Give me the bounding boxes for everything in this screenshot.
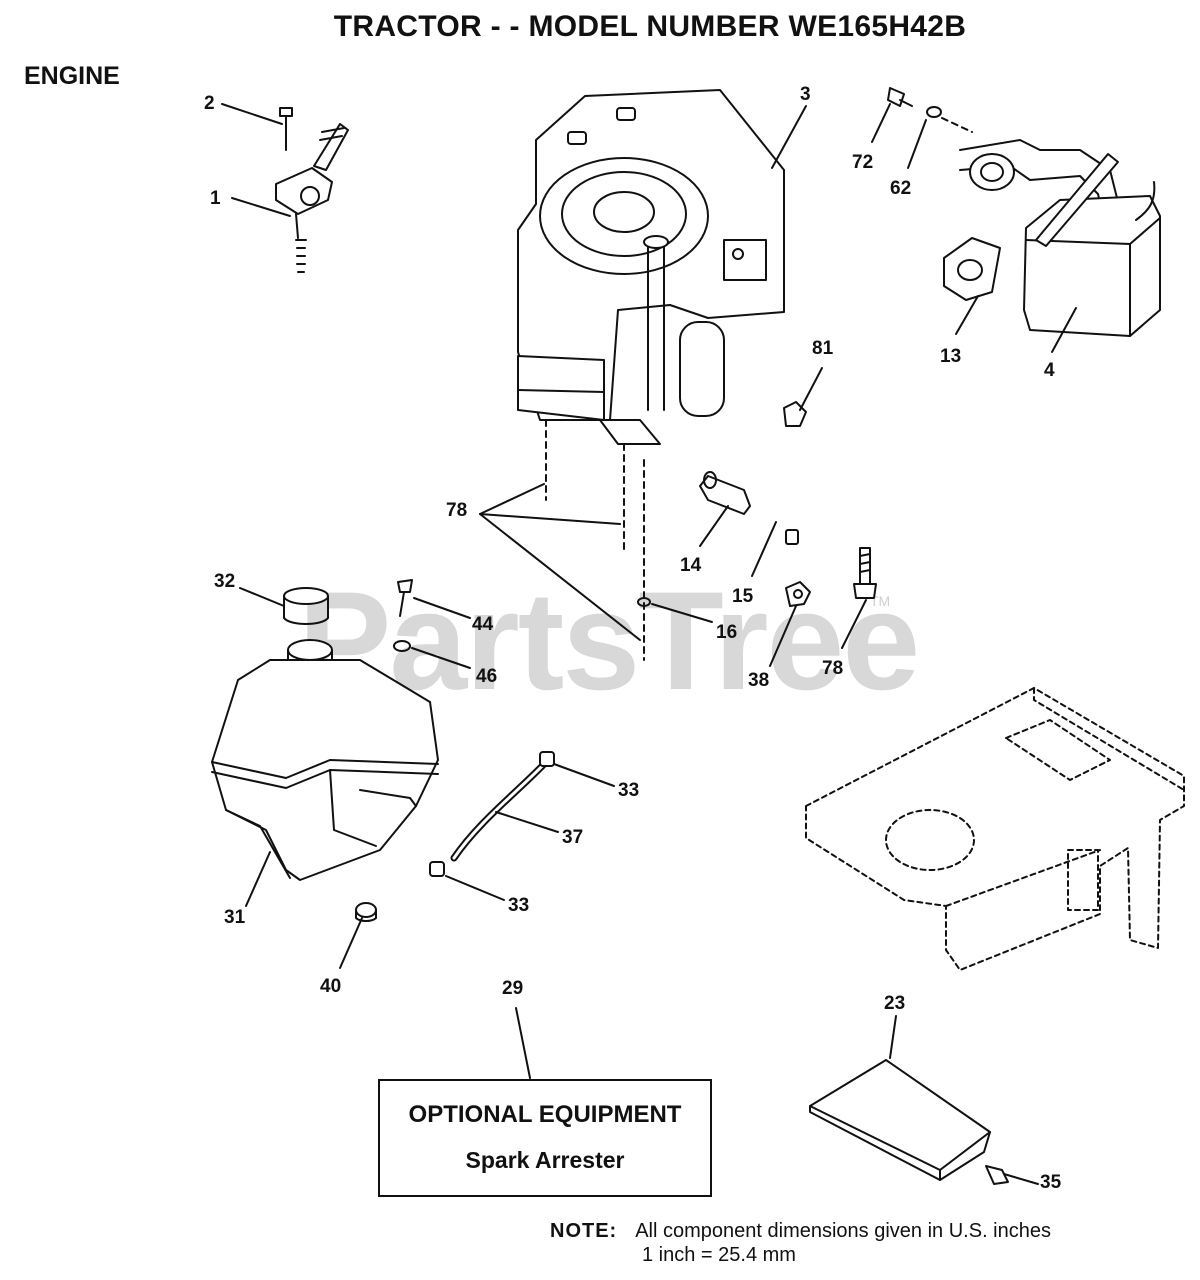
callout-4: 4 <box>1044 360 1055 381</box>
callout-78a: 78 <box>446 500 468 521</box>
callout-62: 62 <box>890 178 912 199</box>
callout-15: 15 <box>732 586 754 607</box>
page-title: TRACTOR - - MODEL NUMBER WE165H42B <box>333 10 967 43</box>
callout-72: 72 <box>852 152 874 173</box>
frame-icon <box>805 687 1185 971</box>
note-line1: All component dimensions given in U.S. i… <box>635 1220 1051 1242</box>
heat-shield-icon <box>809 1059 1009 1185</box>
note-label: NOTE: <box>550 1220 618 1242</box>
callout-16: 16 <box>716 622 738 643</box>
callout-29: 29 <box>502 978 524 999</box>
callout-37: 37 <box>562 827 584 848</box>
callout-33b: 33 <box>508 895 530 916</box>
engine-icon <box>517 89 785 661</box>
optional-equipment-title: OPTIONAL EQUIPMENT <box>408 1101 682 1128</box>
throttle-control-icon <box>275 107 349 273</box>
callout-1: 1 <box>210 188 221 209</box>
optional-equipment-item: Spark Arrester <box>465 1147 625 1173</box>
callout-14: 14 <box>680 555 702 576</box>
muffler-icon <box>943 139 1161 337</box>
callout-33a: 33 <box>618 780 640 801</box>
fuel-tank-icon <box>211 639 439 881</box>
callout-2: 2 <box>204 93 215 114</box>
dimension-note: NOTE: All component dimensions given in U… <box>550 1220 1051 1266</box>
section-label: ENGINE <box>24 62 120 90</box>
callout-40: 40 <box>320 976 342 997</box>
fuel-cap-icon <box>283 587 329 625</box>
callout-35: 35 <box>1040 1172 1062 1193</box>
callout-38: 38 <box>748 670 770 691</box>
callout-81: 81 <box>812 338 834 359</box>
callout-78b: 78 <box>822 658 844 679</box>
callout-13: 13 <box>940 346 962 367</box>
callout-46: 46 <box>476 666 498 687</box>
callout-31: 31 <box>224 907 246 928</box>
callout-3: 3 <box>800 84 811 105</box>
optional-equipment-box: OPTIONAL EQUIPMENT Spark Arrester <box>378 1079 712 1197</box>
note-line2: 1 inch = 25.4 mm <box>642 1244 796 1266</box>
callout-32: 32 <box>214 571 236 592</box>
callout-23: 23 <box>884 993 906 1014</box>
callout-44: 44 <box>472 614 494 635</box>
